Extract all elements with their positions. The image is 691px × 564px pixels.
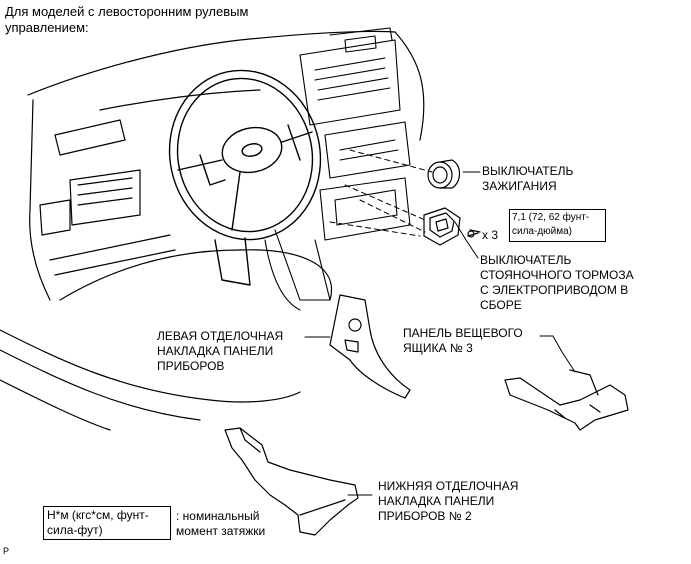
- steering-wheel: [168, 69, 322, 286]
- model-condition-header: Для моделей с левосторонним рулевым упра…: [5, 4, 249, 35]
- torque-spec-box: 7,1 (72, 62 фунт- сила-дюйма): [509, 209, 606, 242]
- left-trim-panel-part: [329, 294, 411, 399]
- glovebox-panel-part: [504, 369, 629, 431]
- center-console: [264, 27, 411, 311]
- parking-brake-switch-part: [423, 207, 481, 246]
- label-pointers: [304, 171, 576, 496]
- ignition-switch-part: [427, 159, 461, 189]
- glovebox-panel-label: ПАНЕЛЬ ВЕЩЕВОГО ЯЩИКА № 3: [403, 326, 523, 355]
- torque-spec-value: 7,1 (72, 62 фунт- сила-дюйма): [512, 212, 590, 237]
- torque-legend-description: : номинальный момент затяжки: [176, 509, 266, 538]
- torque-unit-legend-box: Н*м (кгс*см, фунт- сила-фут): [43, 506, 171, 540]
- torque-multiplier: x 3: [482, 228, 499, 242]
- parking-brake-switch-label: ВЫКЛЮЧАТЕЛЬ СТОЯНОЧНОГО ТОРМОЗА С ЭЛЕКТР…: [480, 253, 634, 312]
- assembly-leader-lines: [329, 149, 433, 237]
- lower-trim-panel-part: [224, 427, 359, 536]
- ignition-switch-label: ВЫКЛЮЧАТЕЛЬ ЗАЖИГАНИЯ: [482, 164, 574, 193]
- lower-trim-panel-label: НИЖНЯЯ ОТДЕЛОЧНАЯ НАКЛАДКА ПАНЕЛИ ПРИБОР…: [378, 479, 519, 523]
- dashboard-outline: [0, 30, 425, 431]
- torque-unit-legend-text: Н*м (кгс*см, фунт- сила-фут): [47, 508, 149, 537]
- left-trim-panel-label: ЛЕВАЯ ОТДЕЛОЧНАЯ НАКЛАДКА ПАНЕЛИ ПРИБОРО…: [157, 329, 284, 373]
- footer-mark: P: [3, 546, 10, 556]
